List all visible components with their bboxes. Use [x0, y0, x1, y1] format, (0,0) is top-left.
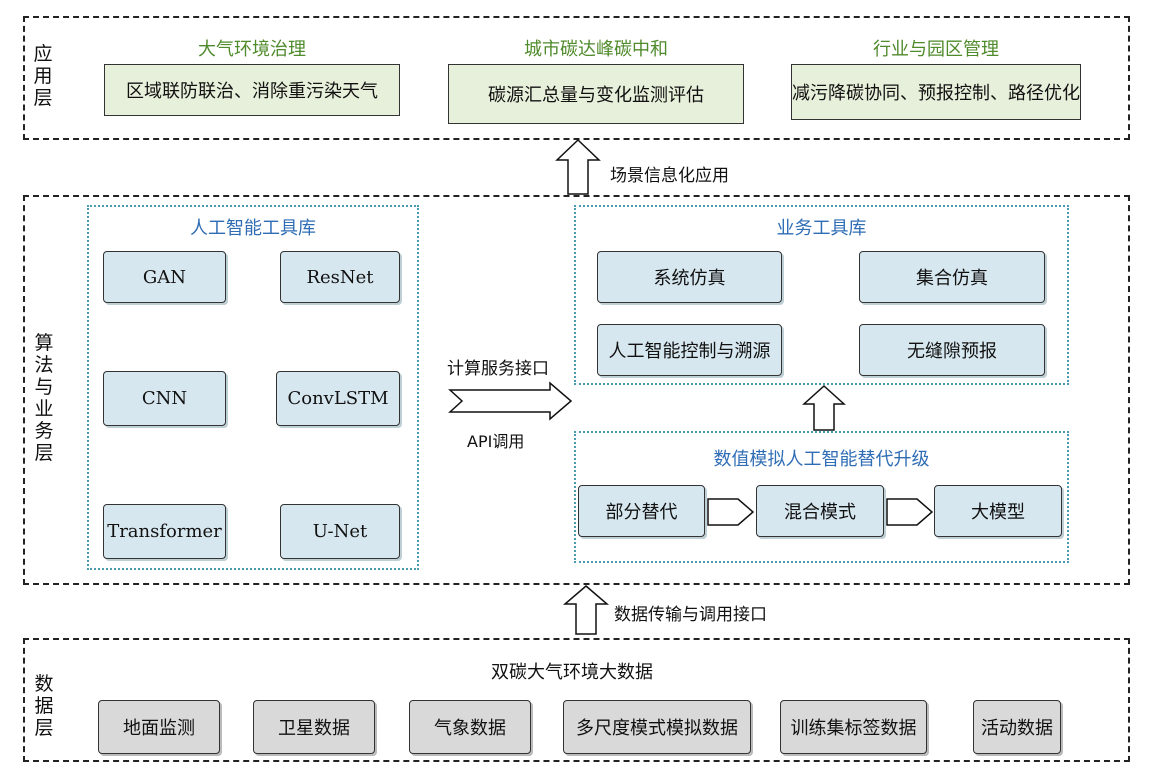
upgrade-panel	[574, 431, 1069, 563]
upgrade-title: 数值模拟人工智能替代升级	[713, 449, 930, 470]
section-heading-air: 大气环境治理	[198, 39, 306, 60]
ai-toolkit-title: 人工智能工具库	[190, 218, 316, 239]
data-item-multiscale-sim: 多尺度模式模拟数据	[563, 700, 751, 754]
business-tool-ensemble-sim: 集合仿真	[859, 251, 1045, 303]
upgrade-step-arrow-2	[886, 498, 934, 526]
ai-tool-unet: U-Net	[280, 504, 400, 559]
data-interface-label: 数据传输与调用接口	[614, 605, 767, 625]
data-item-satellite: 卫星数据	[253, 700, 375, 754]
section-box-air: 区域联防联治、消除重污染天气	[104, 64, 400, 116]
business-toolkit-panel	[574, 205, 1069, 385]
data-interface-up-arrow	[562, 585, 610, 635]
business-tool-system-sim: 系统仿真	[597, 251, 782, 303]
data-layer-heading: 双碳大气环境大数据	[491, 662, 653, 683]
data-layer-title: 数据层	[34, 673, 54, 739]
application-layer-title: 应用层	[33, 43, 53, 109]
ai-tool-cnn: CNN	[103, 371, 226, 426]
upgrade-step-partial: 部分替代	[578, 485, 705, 537]
section-heading-industry: 行业与园区管理	[873, 39, 999, 60]
scenario-arrow-label: 场景信息化应用	[610, 166, 729, 186]
business-tool-seamless-forecast: 无缝隙预报	[859, 324, 1045, 376]
section-box-industry: 减污降碳协同、预报控制、路径优化	[791, 64, 1081, 120]
ai-tool-gan: GAN	[103, 251, 226, 303]
upgrade-step-hybrid: 混合模式	[756, 485, 884, 537]
ai-tool-convlstm: ConvLSTM	[276, 371, 400, 426]
upgrade-step-large-model: 大模型	[934, 485, 1062, 537]
ai-toolkit-panel	[87, 205, 419, 570]
scenario-up-arrow	[555, 138, 601, 195]
ai-tool-resnet: ResNet	[280, 251, 400, 303]
compute-interface-arrow	[448, 381, 573, 421]
algorithm-layer-title: 算法与业务层	[34, 332, 54, 464]
data-item-activity: 活动数据	[973, 700, 1061, 754]
upgrade-up-arrow	[802, 384, 846, 431]
upgrade-step-arrow-1	[707, 498, 755, 526]
data-layer	[23, 638, 1130, 762]
api-call-label: API调用	[467, 432, 525, 451]
compute-interface-label: 计算服务接口	[447, 359, 549, 379]
application-layer	[23, 16, 1130, 140]
business-tool-ai-control: 人工智能控制与溯源	[597, 324, 782, 376]
ai-tool-transformer: Transformer	[103, 504, 226, 559]
section-heading-city: 城市碳达峰碳中和	[524, 39, 668, 60]
data-item-ground-monitoring: 地面监测	[98, 700, 220, 754]
section-box-city: 碳源汇总量与变化监测评估	[448, 64, 744, 124]
data-item-meteorology: 气象数据	[409, 700, 531, 754]
data-item-training-labels: 训练集标签数据	[780, 700, 927, 754]
algorithm-layer	[23, 195, 1130, 585]
business-toolkit-title: 业务工具库	[776, 218, 867, 239]
